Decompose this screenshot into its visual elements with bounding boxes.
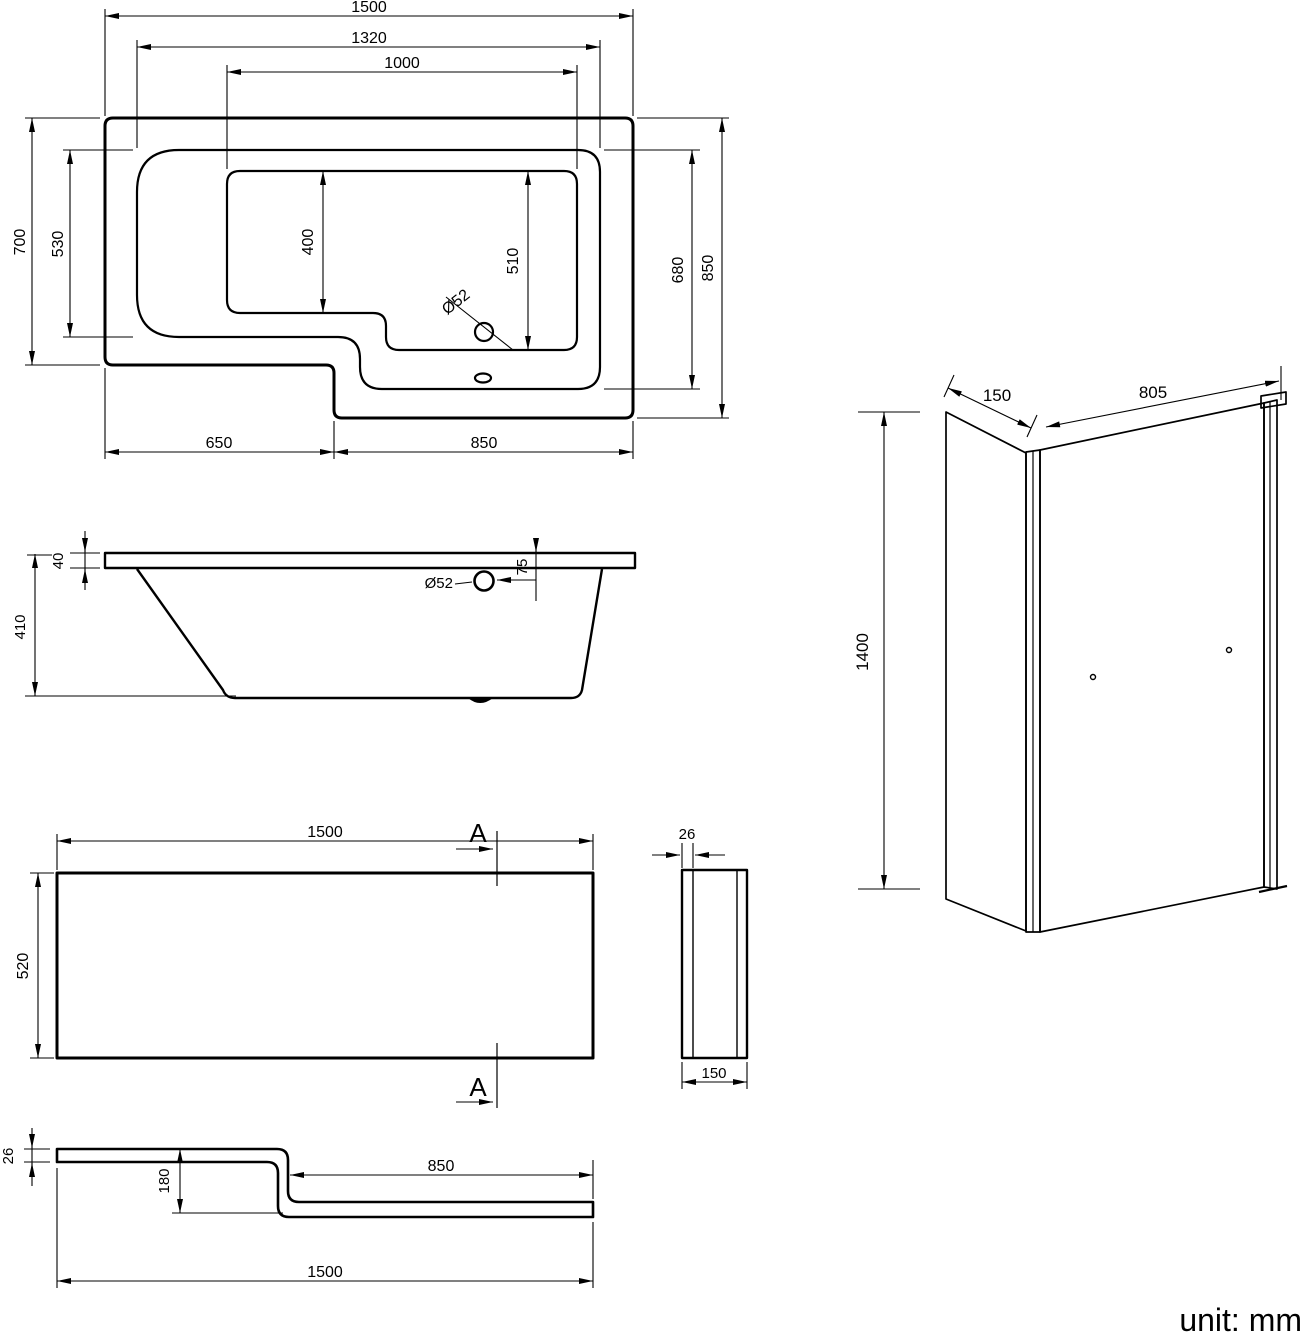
drain-diameter-label: Ø52 (439, 286, 473, 318)
unit-note: unit: mm (1179, 1302, 1302, 1338)
dim-bottom-right-length: 850 (334, 421, 634, 459)
dim-front-panel-height: 520 (15, 872, 54, 1059)
dim-label: 26 (0, 1148, 17, 1165)
end-panel-outline (680, 868, 749, 1060)
dim-label: 1000 (384, 55, 420, 72)
end-panel-view: 26 150 (652, 826, 749, 1089)
dim-label: 26 (679, 826, 696, 843)
section-label: A (469, 1072, 487, 1102)
section-mark-top: A (456, 818, 498, 886)
dim-door-panel-width: 805 (1045, 366, 1282, 428)
dim-label: 1500 (307, 824, 343, 841)
front-panel-view: 1500 520 A A (15, 818, 595, 1108)
dim-section-thickness: 26 (0, 1128, 50, 1186)
dim-rim-left-depth: 530 (50, 149, 133, 338)
dim-label: 1400 (853, 633, 872, 671)
dim-end-panel-width: 150 (681, 1062, 748, 1089)
glass-fixing-hole (1089, 673, 1097, 681)
dim-label: 680 (670, 257, 687, 284)
dim-bottom-left-length: 650 (104, 368, 335, 459)
dim-label: 650 (206, 435, 233, 452)
dim-return-panel-width: 150 (943, 374, 1038, 438)
shower-screen-view: 1400 150 805 (853, 366, 1288, 933)
dim-label: 530 (50, 231, 67, 258)
dim-label: 510 (505, 248, 522, 275)
drain-bump (468, 698, 493, 703)
dim-label: 150 (701, 1065, 726, 1082)
dim-end-panel-thickness: 26 (652, 826, 725, 868)
leader-line (454, 581, 473, 585)
overflow-hole-plan (473, 372, 493, 384)
drain-hole-side (473, 570, 495, 592)
frame-bottom-foot (1258, 884, 1288, 894)
dim-rim-thickness: 40 (50, 531, 100, 590)
drain-callout-side: Ø52 (425, 575, 473, 592)
drain-hole-plan (473, 321, 495, 343)
dim-section-lower-length: 850 (290, 1158, 594, 1199)
glass-fixing-hole (1225, 646, 1233, 654)
dim-label: 400 (300, 229, 317, 256)
dim-drain-offset: 75 (497, 538, 539, 601)
rim-profile (103, 551, 637, 570)
dim-section-overall-length: 1500 (56, 1168, 594, 1288)
dim-label: 75 (514, 559, 531, 576)
section-label: A (469, 818, 487, 848)
side-elevation-view: 40 410 75 Ø52 (12, 531, 637, 703)
bath-rim-inner-outline (135, 148, 602, 391)
dim-label: 1500 (307, 1264, 343, 1281)
dim-label: 700 (12, 229, 29, 256)
extension-tick (1026, 414, 1038, 438)
dim-label: 150 (983, 386, 1011, 405)
dim-line (1045, 380, 1280, 428)
bath-well-outline (225, 169, 579, 352)
drain-leader-line (445, 296, 514, 351)
dim-well-width: 1000 (226, 55, 578, 169)
extension-tick (943, 374, 955, 398)
dim-label: 180 (156, 1168, 173, 1193)
dim-label: 1500 (351, 0, 387, 16)
dim-section-step-depth: 180 (156, 1149, 283, 1214)
dim-line (947, 387, 1032, 429)
dim-overall-depth: 850 (637, 117, 729, 419)
dim-label: 410 (12, 614, 29, 639)
dim-well-left-depth: 400 (300, 171, 326, 313)
dim-rim-width: 1320 (136, 30, 601, 148)
panel-section-profile (55, 1147, 595, 1219)
tub-body-profile (136, 568, 604, 700)
front-panel-outline (55, 871, 595, 1060)
plan-view: 1500 1320 1000 700 530 400 (12, 0, 729, 459)
dim-rim-right-depth: 680 (604, 149, 700, 390)
dim-label: 850 (428, 1158, 455, 1175)
dim-label: 850 (471, 435, 498, 452)
dim-label: 1320 (351, 30, 387, 47)
drain-diameter-label: Ø52 (425, 575, 453, 592)
panel-section-view: 26 180 850 1500 (0, 1128, 595, 1288)
dim-front-panel-width: 1500 (56, 824, 594, 870)
dim-screen-height: 1400 (853, 411, 920, 890)
dim-label: 850 (700, 255, 717, 282)
dim-overall-width: 1500 (104, 0, 634, 116)
dim-left-depth: 700 (12, 117, 100, 366)
dim-label: 40 (50, 553, 67, 570)
dim-label: 520 (15, 953, 32, 980)
section-mark-bottom: A (456, 1043, 498, 1108)
bath-outer-outline (103, 116, 635, 420)
dim-label: 805 (1139, 383, 1167, 402)
dim-well-right-depth: 510 (505, 171, 531, 350)
return-panel-glass (945, 411, 1027, 932)
door-panel-glass (1039, 402, 1265, 933)
dim-bath-height: 410 (12, 554, 236, 697)
